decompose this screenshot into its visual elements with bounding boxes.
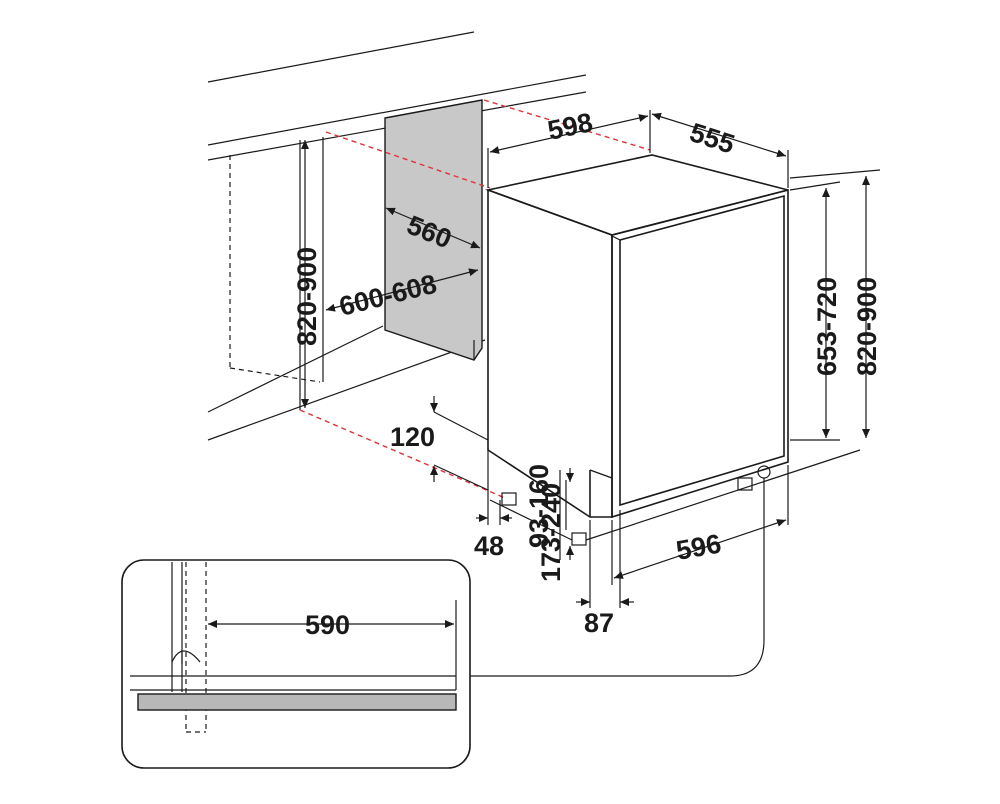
label-596: 596 <box>674 529 724 566</box>
dimension-lines <box>301 110 881 677</box>
label-653-720: 653-720 <box>812 277 842 376</box>
label-87: 87 <box>584 608 614 638</box>
label-820-900-right: 820-900 <box>852 277 882 376</box>
label-598: 598 <box>545 107 595 146</box>
label-555: 555 <box>686 117 738 159</box>
detail-inset <box>121 559 471 769</box>
label-93-160: 93-160 <box>524 464 554 548</box>
label-820-900-left: 820-900 <box>292 247 322 346</box>
label-120: 120 <box>390 422 435 452</box>
label-48: 48 <box>474 531 504 561</box>
label-173-240: 173-240 <box>536 483 566 582</box>
label-590: 590 <box>305 610 350 640</box>
niche-outline <box>207 137 486 441</box>
detail-bar <box>137 693 457 711</box>
